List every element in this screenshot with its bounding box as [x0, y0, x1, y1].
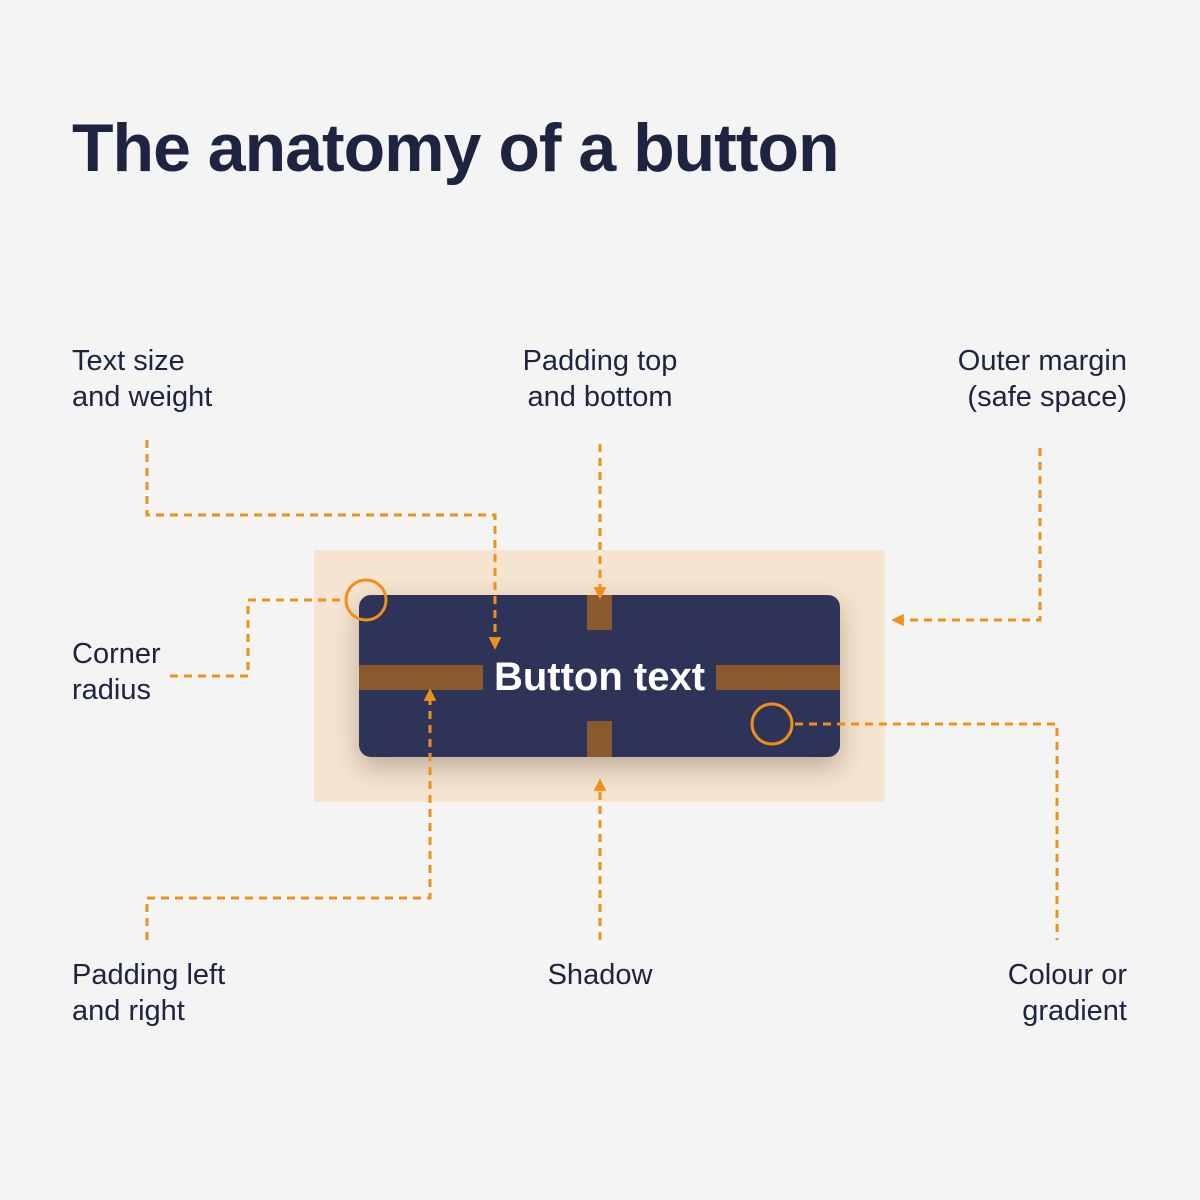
label-line: Colour or	[1007, 959, 1127, 991]
label-line: and bottom	[527, 381, 673, 413]
page-title: The anatomy of a button	[72, 110, 840, 186]
label-padding-top-bottom: Padding top and bottom	[480, 343, 720, 415]
label-padding-left-right: Padding left and right	[72, 957, 225, 1029]
label-line: gradient	[1022, 995, 1127, 1027]
corner-radius-highlight-circle	[344, 578, 388, 622]
label-line: Outer margin	[957, 345, 1127, 377]
label-line: Text size	[72, 345, 185, 377]
callout-outer-margin-line	[891, 448, 1042, 627]
label-line: Padding left	[72, 959, 226, 991]
label-corner-radius: Corner radius	[72, 636, 161, 708]
label-colour-or-gradient: Colour or gradient	[1008, 957, 1127, 1029]
padding-top-marker	[587, 595, 612, 630]
label-line: and right	[72, 995, 185, 1027]
label-shadow: Shadow	[480, 957, 720, 993]
label-line: (safe space)	[967, 381, 1127, 413]
label-line: Corner	[72, 638, 161, 670]
label-text-size-and-weight: Text size and weight	[72, 343, 212, 415]
example-button[interactable]: Button text	[359, 595, 840, 757]
label-line: and weight	[72, 381, 213, 413]
callout-corner-radius-line	[170, 598, 345, 678]
callout-text-size-line	[145, 440, 502, 650]
padding-right-marker	[716, 665, 840, 690]
callout-padding-left-line	[145, 688, 437, 940]
button-label: Button text	[493, 655, 706, 699]
callout-colour-line	[795, 722, 1059, 940]
label-line: radius	[72, 674, 151, 706]
padding-bottom-marker	[587, 721, 612, 757]
label-outer-margin: Outer margin (safe space)	[958, 343, 1127, 415]
colour-highlight-circle	[750, 702, 794, 746]
label-line: Padding top	[522, 345, 678, 377]
padding-left-marker	[359, 665, 483, 690]
label-line: Shadow	[547, 959, 653, 991]
